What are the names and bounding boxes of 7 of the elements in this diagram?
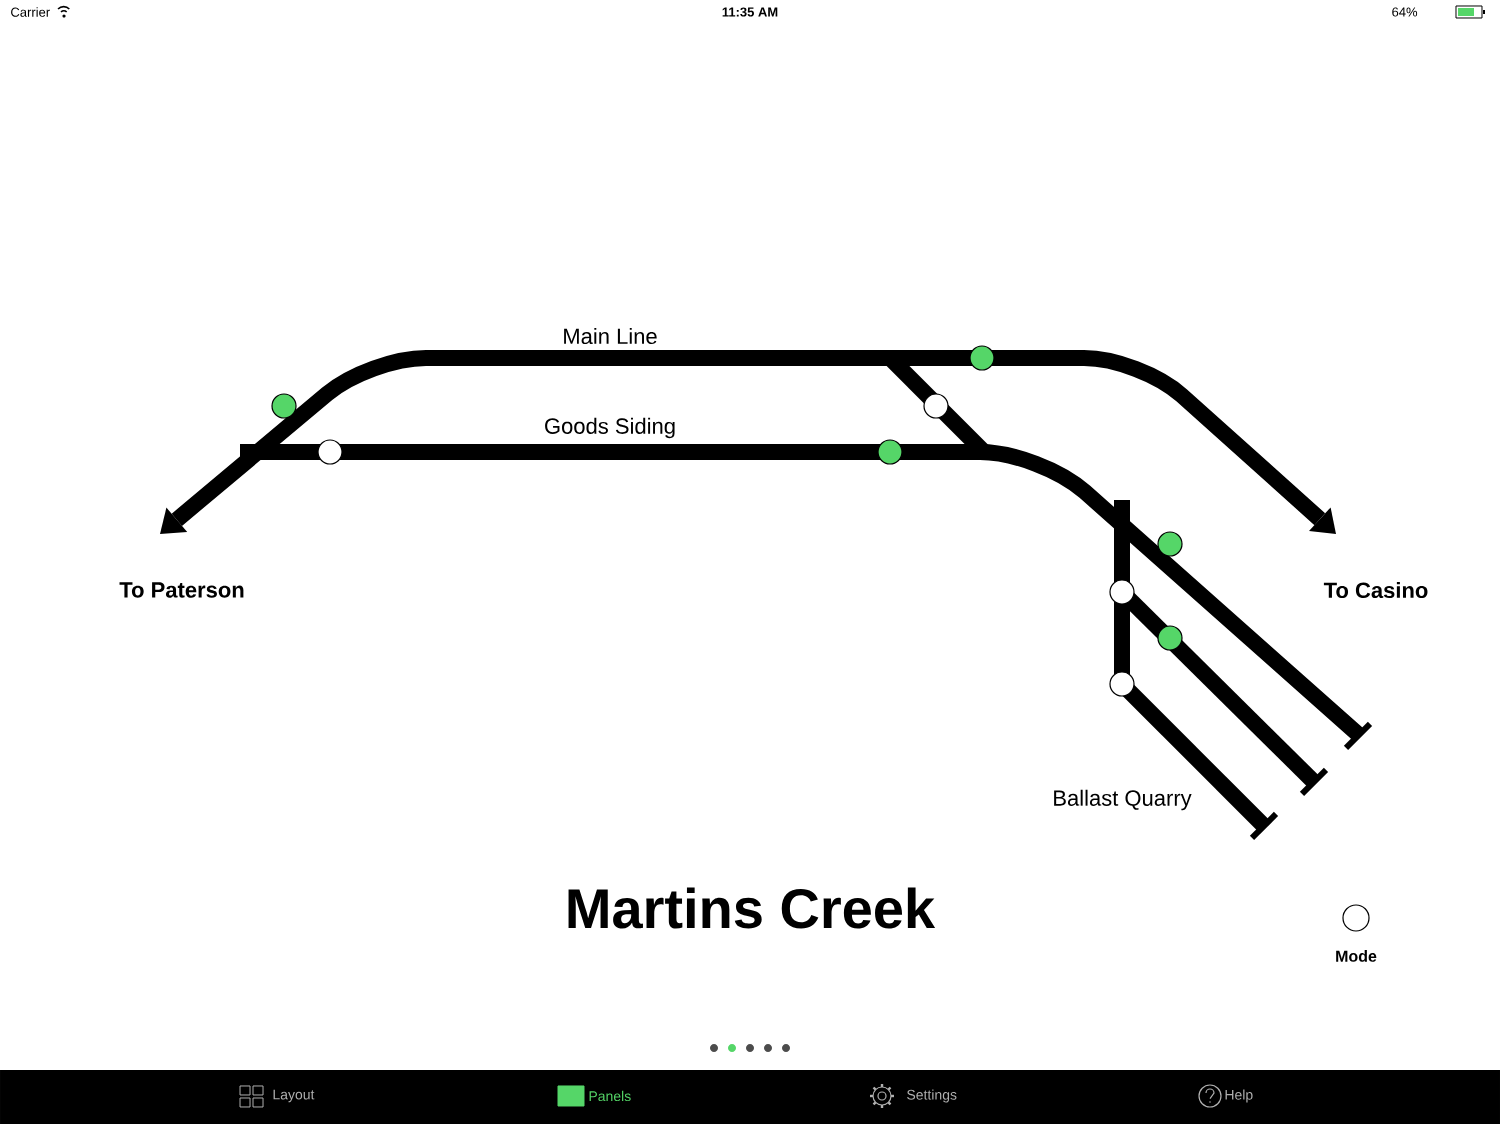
track-label: Main Line bbox=[564, 327, 657, 345]
mode-label: Mode bbox=[1336, 950, 1377, 962]
title: Martins Creek bbox=[568, 887, 936, 929]
track-label: Ballast Quarry bbox=[1054, 789, 1192, 811]
track-label: Goods Siding bbox=[545, 417, 675, 439]
destination-label: To Paterson bbox=[119, 582, 244, 598]
destination-label: To Casino bbox=[1323, 581, 1428, 599]
